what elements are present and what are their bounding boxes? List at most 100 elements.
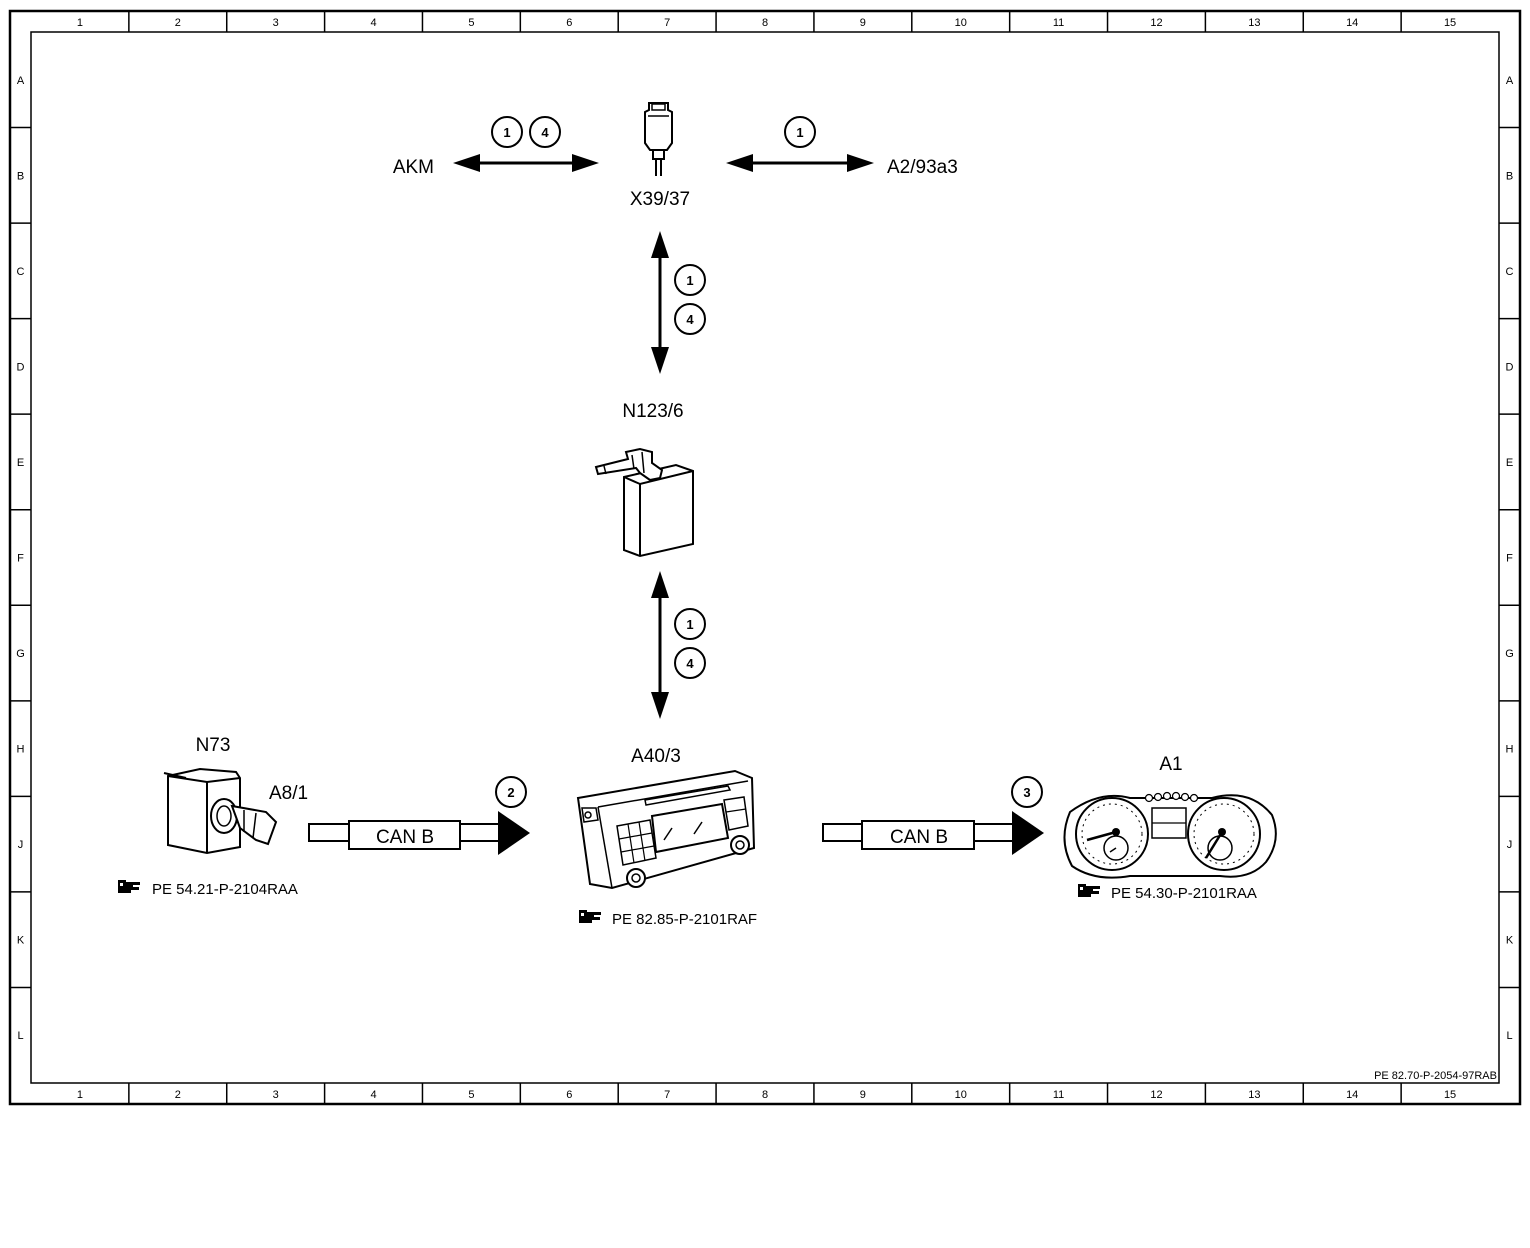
svg-text:1: 1 (503, 125, 510, 140)
a2-badge-1: 1 (784, 116, 816, 148)
column-label: 13 (1248, 1089, 1260, 1101)
svg-text:4: 4 (686, 656, 694, 671)
reference-icon (579, 910, 601, 923)
svg-text:PE 54.30-P-2101RAA: PE 54.30-P-2101RAA (1111, 885, 1257, 902)
frame (8, 9, 1522, 1106)
a40-3-reference: PE 82.85-P-2101RAF (579, 910, 757, 928)
reference-icon (118, 880, 140, 893)
row-label: K (17, 935, 25, 947)
column-label: 4 (370, 17, 376, 29)
svg-text:1: 1 (686, 273, 693, 288)
row-label: H (17, 744, 25, 756)
column-label: 14 (1346, 17, 1358, 29)
column-label: 8 (762, 1089, 768, 1101)
akm-label: AKM (393, 157, 434, 178)
svg-text:2: 2 (507, 785, 514, 800)
column-label: 2 (175, 17, 181, 29)
a1-label: A1 (1159, 754, 1182, 775)
column-label: 7 (664, 17, 670, 29)
svg-text:1: 1 (796, 125, 803, 140)
column-label: 1 (77, 1089, 83, 1101)
left-can-bus-label: CAN B (376, 827, 434, 848)
row-label: B (1506, 170, 1513, 182)
column-label: 3 (273, 17, 279, 29)
grid-ticks (10, 11, 1520, 1104)
column-label: 12 (1150, 17, 1162, 29)
n73-reference: PE 54.21-P-2104RAA (118, 880, 298, 898)
column-label: 11 (1053, 17, 1064, 29)
column-label: 9 (860, 17, 866, 29)
column-label: 15 (1444, 1089, 1456, 1101)
a8-1-label: A8/1 (269, 783, 308, 804)
row-label: A (1506, 75, 1514, 87)
column-label: 14 (1346, 1089, 1358, 1101)
left-can-badge-2: 2 (495, 776, 527, 808)
a1-reference: PE 54.30-P-2101RAA (1078, 884, 1257, 902)
row-label: C (17, 266, 25, 278)
svg-text:3: 3 (1023, 785, 1030, 800)
row-labels-left: A B C D E F G H J K L (16, 75, 25, 1042)
column-label: 9 (860, 1089, 866, 1101)
n123-a40-link-arrow (651, 571, 669, 719)
row-label: L (1506, 1030, 1512, 1042)
row-label: H (1506, 744, 1514, 756)
a40-3-label: A40/3 (631, 746, 681, 767)
column-label: 3 (273, 1089, 279, 1101)
row-label: D (1506, 361, 1514, 373)
x39-n123-badge-4: 4 (674, 303, 706, 335)
column-label: 1 (77, 17, 83, 29)
row-label: J (18, 839, 24, 851)
column-label: 6 (566, 1089, 572, 1101)
n73-ignition-switch-icon (163, 767, 278, 855)
a2-93a3-label: A2/93a3 (887, 157, 958, 178)
row-label: G (1505, 648, 1514, 660)
row-label: D (17, 361, 25, 373)
row-label: K (1506, 935, 1514, 947)
akm-badge-1: 1 (491, 116, 523, 148)
document-id: PE 82.70-P-2054-97RAB (1374, 1070, 1497, 1082)
column-label: 12 (1150, 1089, 1162, 1101)
a2-93a3-link-arrow (726, 154, 874, 172)
x39-n123-link-arrow (651, 231, 669, 374)
left-can-bus: CAN B (308, 811, 530, 855)
a1-instrument-cluster-icon (1063, 791, 1277, 879)
row-label: J (1507, 839, 1513, 851)
akm-link-arrow (453, 154, 599, 172)
row-label: A (17, 75, 25, 87)
x39-37-label: X39/37 (630, 189, 690, 210)
column-label: 11 (1053, 1089, 1064, 1101)
a40-3-head-unit-icon (576, 769, 756, 890)
reference-icon (1078, 884, 1100, 897)
row-label: L (17, 1030, 23, 1042)
x39-n123-badge-1: 1 (674, 264, 706, 296)
row-label: E (1506, 457, 1513, 469)
row-label: E (17, 457, 24, 469)
row-label: B (17, 170, 24, 182)
svg-text:4: 4 (686, 312, 694, 327)
n123-6-module-icon (594, 447, 694, 558)
akm-badge-4: 4 (529, 116, 561, 148)
n123-6-label: N123/6 (622, 401, 683, 422)
column-label: 10 (955, 17, 967, 29)
column-label: 10 (955, 1089, 967, 1101)
column-label: 7 (664, 1089, 670, 1101)
row-label: F (17, 553, 24, 565)
svg-text:4: 4 (541, 125, 549, 140)
column-label: 8 (762, 17, 768, 29)
right-can-badge-3: 3 (1011, 776, 1043, 808)
column-label: 5 (468, 1089, 474, 1101)
n123-a40-badge-1: 1 (674, 608, 706, 640)
right-can-bus: CAN B (822, 811, 1044, 855)
row-label: F (1506, 553, 1513, 565)
svg-text:PE 54.21-P-2104RAA: PE 54.21-P-2104RAA (152, 881, 298, 898)
column-label: 6 (566, 17, 572, 29)
svg-text:PE 82.85-P-2101RAF: PE 82.85-P-2101RAF (612, 911, 757, 928)
svg-text:1: 1 (686, 617, 693, 632)
column-label: 13 (1248, 17, 1260, 29)
x39-37-connector-icon (644, 102, 673, 176)
row-label: G (16, 648, 25, 660)
